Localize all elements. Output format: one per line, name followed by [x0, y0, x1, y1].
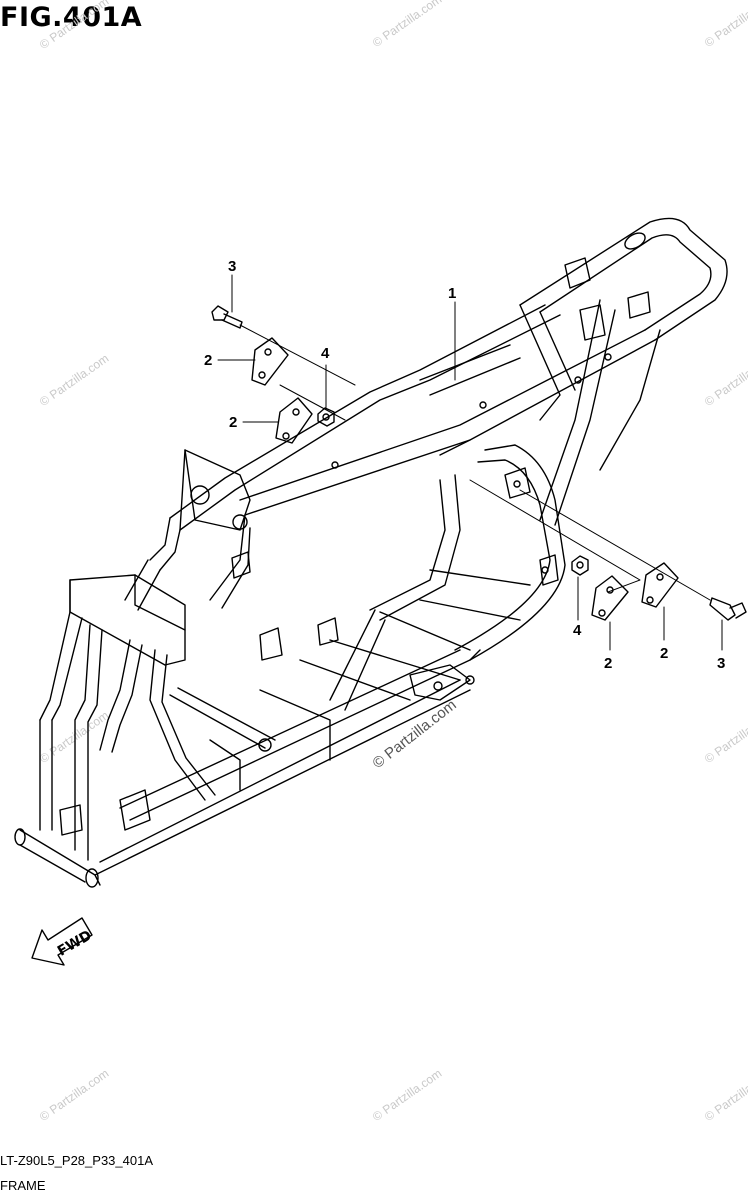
nut-part-4-upper: [317, 407, 335, 427]
plate-part-2-lower-a: [591, 575, 629, 621]
callout-part-3: 3: [717, 655, 726, 672]
callout-part-4: 4: [321, 345, 330, 362]
callout-part-2: 2: [660, 645, 669, 662]
bolt-part-3-upper: [211, 305, 243, 329]
callout-part-3: 3: [228, 258, 237, 275]
fwd-arrow-icon: [31, 917, 93, 966]
callout-part-2: 2: [604, 655, 613, 672]
plate-part-2-upper-a: [251, 337, 289, 386]
callout-part-4: 4: [573, 622, 582, 639]
figure-code: LT-Z90L5_P28_P33_401A: [0, 1153, 153, 1168]
frame-assembly: [14, 217, 728, 888]
plate-part-2-upper-b: [275, 397, 313, 444]
figure-name: FRAME: [0, 1178, 46, 1193]
callout-part-2: 2: [204, 352, 213, 369]
plate-part-2-lower-b: [641, 562, 679, 608]
callout-part-1: 1: [448, 285, 457, 302]
bolt-part-3-lower: [709, 597, 747, 621]
nut-part-4-lower: [571, 555, 589, 576]
figure-title: FIG.401A: [0, 2, 143, 33]
callout-part-2: 2: [229, 414, 238, 431]
leader-lines: [239, 301, 711, 601]
callout-leaders: [217, 274, 723, 651]
